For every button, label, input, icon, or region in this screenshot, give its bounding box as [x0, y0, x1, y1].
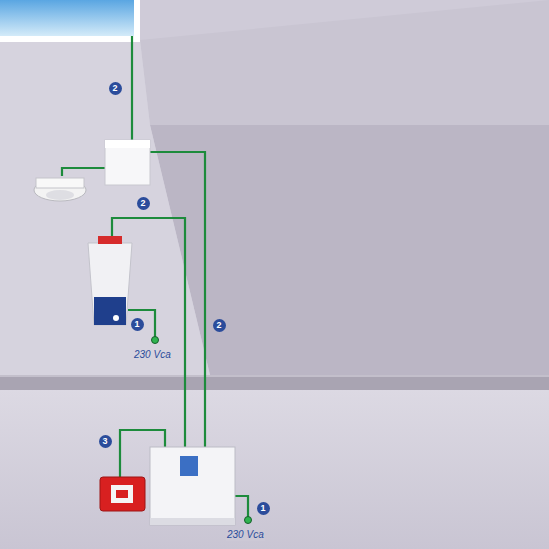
junction-box — [105, 140, 150, 185]
floor-slab — [0, 375, 549, 390]
ceiling — [140, 0, 549, 125]
callout-number: 2 — [213, 319, 226, 332]
lower-room — [0, 390, 549, 549]
skylight-frame — [0, 0, 140, 42]
callout-number: 3 — [99, 435, 112, 448]
side-wall — [150, 125, 549, 375]
control-panel — [150, 447, 235, 525]
voltage-label: 230 Vca — [226, 529, 265, 541]
voltage-label: 230 Vca — [133, 349, 172, 361]
callout-number: 2 — [137, 197, 150, 210]
call-point-glass — [111, 485, 133, 503]
wire — [131, 36, 133, 140]
control-unit — [88, 243, 132, 325]
smoke-detector — [34, 179, 86, 201]
manual-call-point — [100, 477, 145, 511]
wire — [235, 496, 248, 518]
callout-number: 1 — [257, 502, 270, 515]
wires — [62, 36, 248, 518]
unit-label-plate — [94, 297, 126, 325]
wire — [150, 152, 205, 447]
call-point-symbol — [116, 490, 128, 498]
panel-badge — [180, 456, 198, 476]
panel-base — [150, 518, 235, 525]
junction-lid — [105, 140, 150, 148]
detector-base — [36, 178, 84, 188]
skylight-glass — [0, 0, 134, 36]
slab-edge — [0, 375, 549, 377]
unit-red-top — [98, 236, 122, 244]
front-wall — [0, 40, 210, 375]
unit-logo — [113, 315, 119, 321]
power-dot — [245, 517, 252, 524]
wire — [62, 168, 105, 176]
callout-number: 2 — [109, 82, 122, 95]
wire — [128, 310, 155, 338]
detector-chamber — [46, 190, 74, 200]
callout-number: 1 — [131, 318, 144, 331]
power-dot — [152, 337, 159, 344]
